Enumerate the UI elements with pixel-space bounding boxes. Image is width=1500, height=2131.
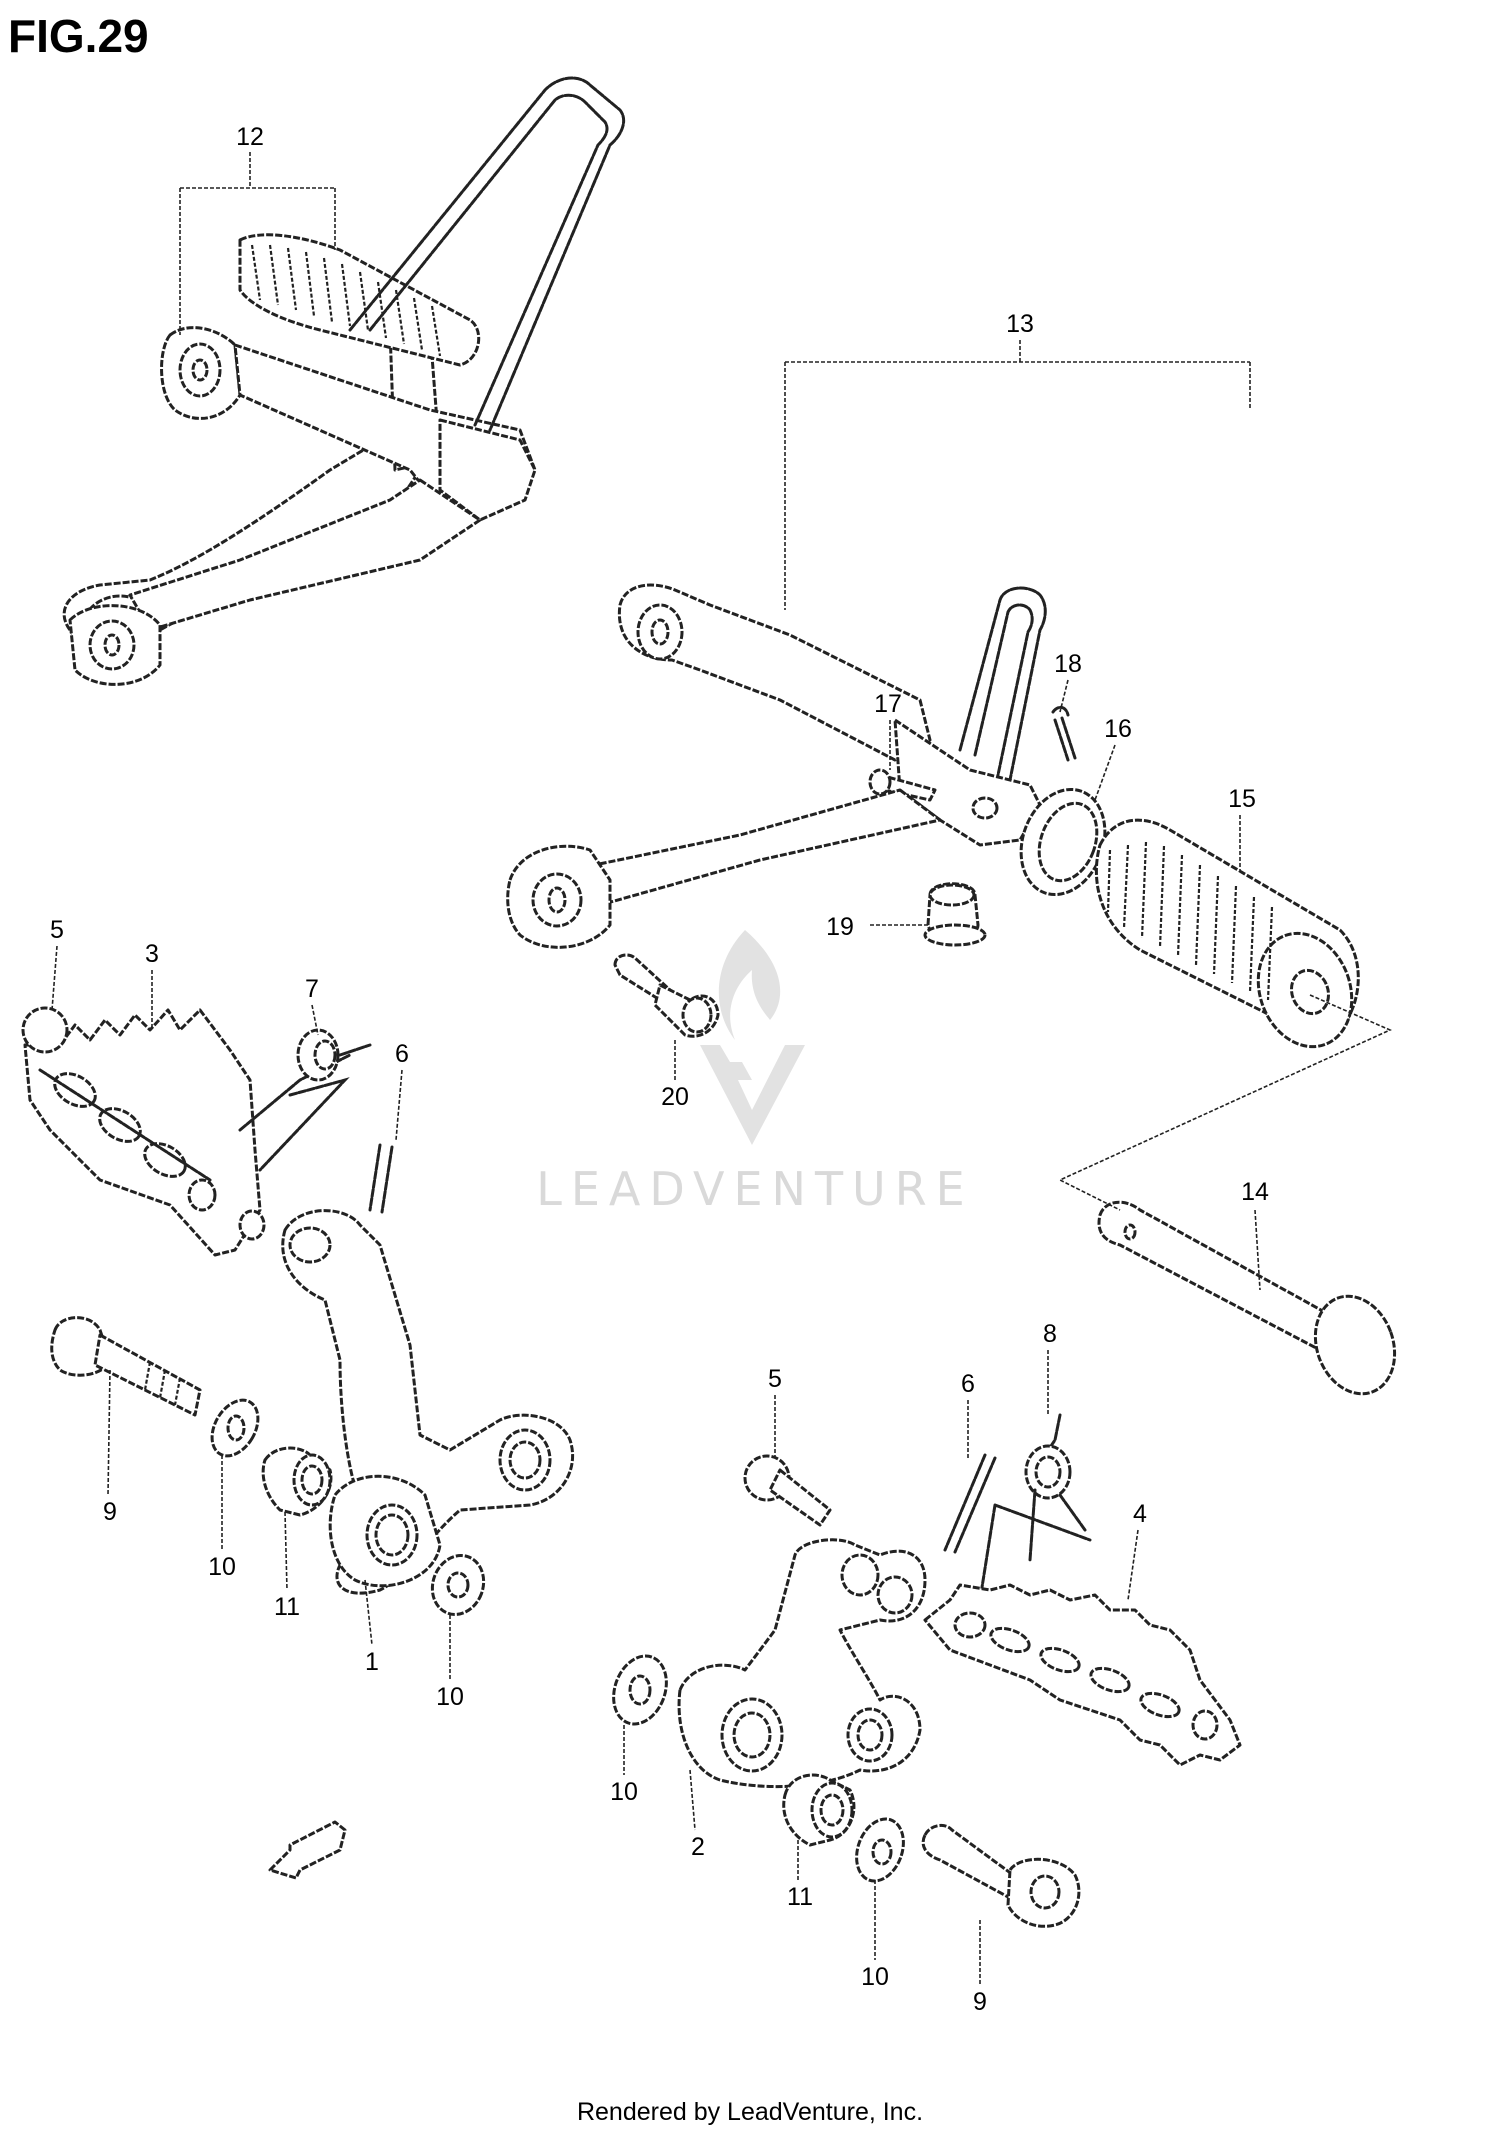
part-20-bolt bbox=[613, 953, 720, 1038]
part-10-washer-left-lower bbox=[430, 1554, 486, 1616]
part-12-pillion-footrest-bracket bbox=[62, 76, 626, 686]
part-10-washer-right-bottom bbox=[855, 1817, 905, 1883]
watermark-text: LEADVENTURE bbox=[536, 1162, 974, 1216]
part-1-footrest-bracket bbox=[281, 1209, 575, 1595]
callout-17: 17 bbox=[874, 690, 902, 718]
callout-11-left: 11 bbox=[274, 1593, 300, 1621]
part-9-bolt-right bbox=[921, 1823, 1081, 1928]
callout-15: 15 bbox=[1228, 785, 1256, 813]
part-19-plug bbox=[923, 882, 987, 947]
callout-20: 20 bbox=[661, 1083, 689, 1111]
callout-10-left-lower: 10 bbox=[436, 1683, 464, 1711]
callout-18: 18 bbox=[1054, 650, 1082, 678]
callout-10-right-bottom: 10 bbox=[861, 1963, 889, 1991]
part-9-bolt-left bbox=[50, 1316, 202, 1417]
part-10-washer-right-left bbox=[612, 1654, 668, 1726]
part-5-ball-right bbox=[743, 1454, 832, 1527]
callout-2: 2 bbox=[691, 1833, 705, 1861]
peg-ribs bbox=[250, 244, 442, 357]
part-5-ball-left bbox=[21, 1006, 69, 1054]
part-10-washer-left-upper bbox=[210, 1398, 260, 1458]
callout-19: 19 bbox=[826, 913, 854, 941]
callout-10-right: 10 bbox=[610, 1778, 638, 1806]
part-8-spring bbox=[978, 1413, 1092, 1602]
part-4-footrest bbox=[923, 1583, 1242, 1767]
callout-4: 4 bbox=[1133, 1500, 1147, 1528]
part-14-pivot-pin bbox=[1097, 1200, 1397, 1396]
callout-3: 3 bbox=[145, 940, 159, 968]
part-7-spring bbox=[238, 1028, 372, 1172]
part-16-washer bbox=[1019, 787, 1107, 897]
watermark-logo-icon bbox=[700, 930, 805, 1145]
part-11-bushing-left bbox=[261, 1446, 333, 1517]
callout-12: 12 bbox=[236, 123, 264, 151]
part-2-footrest-bracket bbox=[677, 1538, 927, 1789]
callout-10-left: 10 bbox=[208, 1553, 236, 1581]
footer-credit: Rendered by LeadVenture, Inc. bbox=[577, 2098, 923, 2126]
part-13-footrest-bracket bbox=[506, 583, 1047, 949]
callout-5-left: 5 bbox=[50, 916, 64, 944]
callout-8: 8 bbox=[1043, 1320, 1057, 1348]
callout-14: 14 bbox=[1241, 1178, 1269, 1206]
watermark: LEADVENTURE bbox=[536, 930, 974, 1216]
callout-16: 16 bbox=[1104, 715, 1132, 743]
fwd-arrow: FWD bbox=[268, 1820, 347, 1880]
callout-7: 7 bbox=[305, 975, 319, 1003]
callout-6-left: 6 bbox=[395, 1040, 409, 1068]
figure-title: FIG.29 bbox=[8, 10, 149, 62]
callout-6-right: 6 bbox=[961, 1370, 975, 1398]
part-6-pin-left bbox=[368, 1143, 394, 1214]
part-15-footpeg-rubber bbox=[1094, 818, 1360, 1049]
callout-9-right: 9 bbox=[973, 1988, 987, 2016]
callout-5-right: 5 bbox=[768, 1365, 782, 1393]
part-3-footrest bbox=[23, 1008, 266, 1257]
part-18-cotter-pin bbox=[1051, 706, 1077, 762]
rubber-ribs bbox=[1106, 841, 1274, 1001]
callout-13: 13 bbox=[1006, 310, 1034, 338]
part-6-pin-right bbox=[943, 1453, 997, 1554]
callout-labels: 12 13 18 17 16 15 19 20 14 5 3 7 6 9 10 … bbox=[50, 123, 1269, 2016]
callout-11-right: 11 bbox=[787, 1883, 813, 1911]
callout-9-left: 9 bbox=[103, 1498, 117, 1526]
part-11-bushing-right bbox=[782, 1773, 856, 1847]
leader-lines bbox=[51, 152, 1392, 1985]
callout-1: 1 bbox=[365, 1648, 379, 1676]
